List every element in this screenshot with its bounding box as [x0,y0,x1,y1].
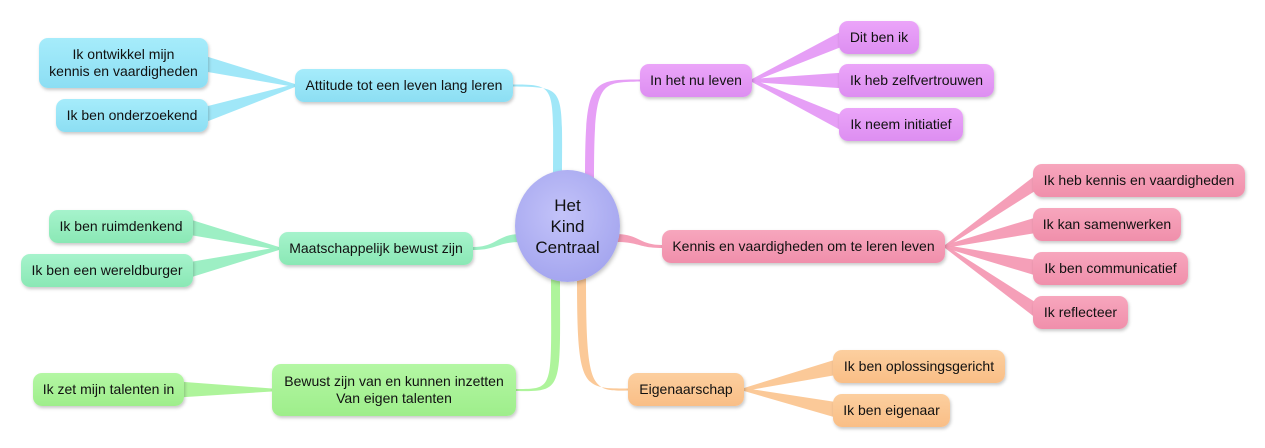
connector-branch-nu-leven-child-3 [752,79,845,133]
branch-talenten[interactable]: Bewust zijn van en kunnen inzetten Van e… [272,364,516,416]
branch-eigenaarschap[interactable]: Eigenaarschap [628,373,744,406]
branch-maatschappelijk-child-2[interactable]: Ik ben een wereldburger [21,254,193,287]
branch-maatschappelijk[interactable]: Maatschappelijk bewust zijn [279,232,473,265]
branch-eigenaarschap-child-2[interactable]: Ik ben eigenaar [833,394,950,427]
connector-branch-eigenaarschap-child-1 [744,358,839,391]
center-node-line: Centraal [535,237,600,257]
connector-branch-kennis-child-4 [945,245,1039,321]
center-node-line: Kind [550,216,585,236]
connector-branch-kennis-child-1 [945,172,1039,248]
branch-attitude-child-1-label: Ik ontwikkel mijn kennis en vaardigheden [49,46,198,79]
branch-kennis-child-1[interactable]: Ik heb kennis en vaardigheden [1033,164,1245,197]
connector-branch-nu-leven-child-2 [752,72,845,89]
branch-kennis-child-4-label: Ik reflecteer [1043,304,1118,320]
branch-talenten-child-1-label: Ik zet mijn talenten in [42,381,175,397]
branch-eigenaarschap-child-2-label: Ik ben eigenaar [843,402,940,418]
branch-eigenaarschap-child-1-label: Ik ben oplossingsgericht [843,358,995,374]
branch-maatschappelijk-child-2-label: Ik ben een wereldburger [31,262,183,278]
connector-branch-attitude-child-1 [202,55,295,87]
branch-maatschappelijk-child-1[interactable]: Ik ben ruimdenkend [49,210,193,243]
branch-attitude-child-1[interactable]: Ik ontwikkel mijn kennis en vaardigheden [39,38,208,88]
connector-branch-maatschappelijk-child-2 [187,247,279,279]
branch-eigenaarschap-child-1[interactable]: Ik ben oplossingsgericht [833,350,1005,383]
branch-maatschappelijk-child-1-label: Ik ben ruimdenkend [59,218,183,234]
center-node-line: Het [554,195,581,215]
branch-nu-leven-child-2-label: Ik heb zelfvertrouwen [849,72,984,88]
branch-kennis[interactable]: Kennis en vaardigheden om te leren leven [662,230,945,263]
branch-attitude-child-2[interactable]: Ik ben onderzoekend [56,99,208,132]
branch-kennis-child-1-label: Ik heb kennis en vaardigheden [1043,172,1235,188]
branch-nu-leven-child-2[interactable]: Ik heb zelfvertrouwen [839,64,994,97]
branch-nu-leven-child-3[interactable]: Ik neem initiatief [839,108,963,141]
branch-maatschappelijk-label: Maatschappelijk bewust zijn [289,240,463,256]
branch-kennis-child-2-label: Ik kan samenwerken [1042,216,1172,232]
branch-kennis-child-3[interactable]: Ik ben communicatief [1033,252,1188,285]
branch-nu-leven-label: In het nu leven [650,72,742,88]
connector-center-branch-kennis [616,234,662,248]
connector-branch-nu-leven-child-1 [752,29,845,82]
branch-kennis-child-3-label: Ik ben communicatief [1044,260,1177,276]
branch-kennis-child-2[interactable]: Ik kan samenwerken [1033,208,1181,241]
connector-center-branch-eigenaarschap [577,274,628,391]
connector-branch-attitude-child-2 [202,84,295,124]
connector-center-branch-maatschappelijk [473,234,521,250]
branch-kennis-child-4[interactable]: Ik reflecteer [1033,296,1128,329]
branch-talenten-child-1[interactable]: Ik zet mijn talenten in [33,373,184,406]
branch-nu-leven-child-1[interactable]: Dit ben ik [839,21,919,54]
branch-nu-leven-child-3-label: Ik neem initiatief [850,116,952,132]
branch-nu-leven[interactable]: In het nu leven [640,64,752,97]
branch-attitude[interactable]: Attitude tot een leven lang leren [295,69,513,102]
branch-eigenaarschap-label: Eigenaarschap [639,381,733,397]
connector-branch-maatschappelijk-child-1 [187,218,279,250]
connector-branch-eigenaarschap-child-2 [744,388,839,419]
connector-center-branch-talenten [516,276,561,392]
connector-branch-talenten-child-1 [178,381,272,398]
branch-kennis-label: Kennis en vaardigheden om te leren leven [672,238,935,254]
branch-talenten-label: Bewust zijn van en kunnen inzetten Van e… [284,373,504,406]
branch-nu-leven-child-1-label: Dit ben ik [849,29,909,45]
connector-center-branch-nu-leven [585,79,640,182]
connector-branch-kennis-child-3 [945,245,1039,277]
branch-attitude-child-2-label: Ik ben onderzoekend [66,107,198,123]
branch-attitude-label: Attitude tot een leven lang leren [305,77,503,93]
connector-center-branch-attitude [513,84,563,178]
connector-branch-kennis-child-2 [945,216,1039,248]
